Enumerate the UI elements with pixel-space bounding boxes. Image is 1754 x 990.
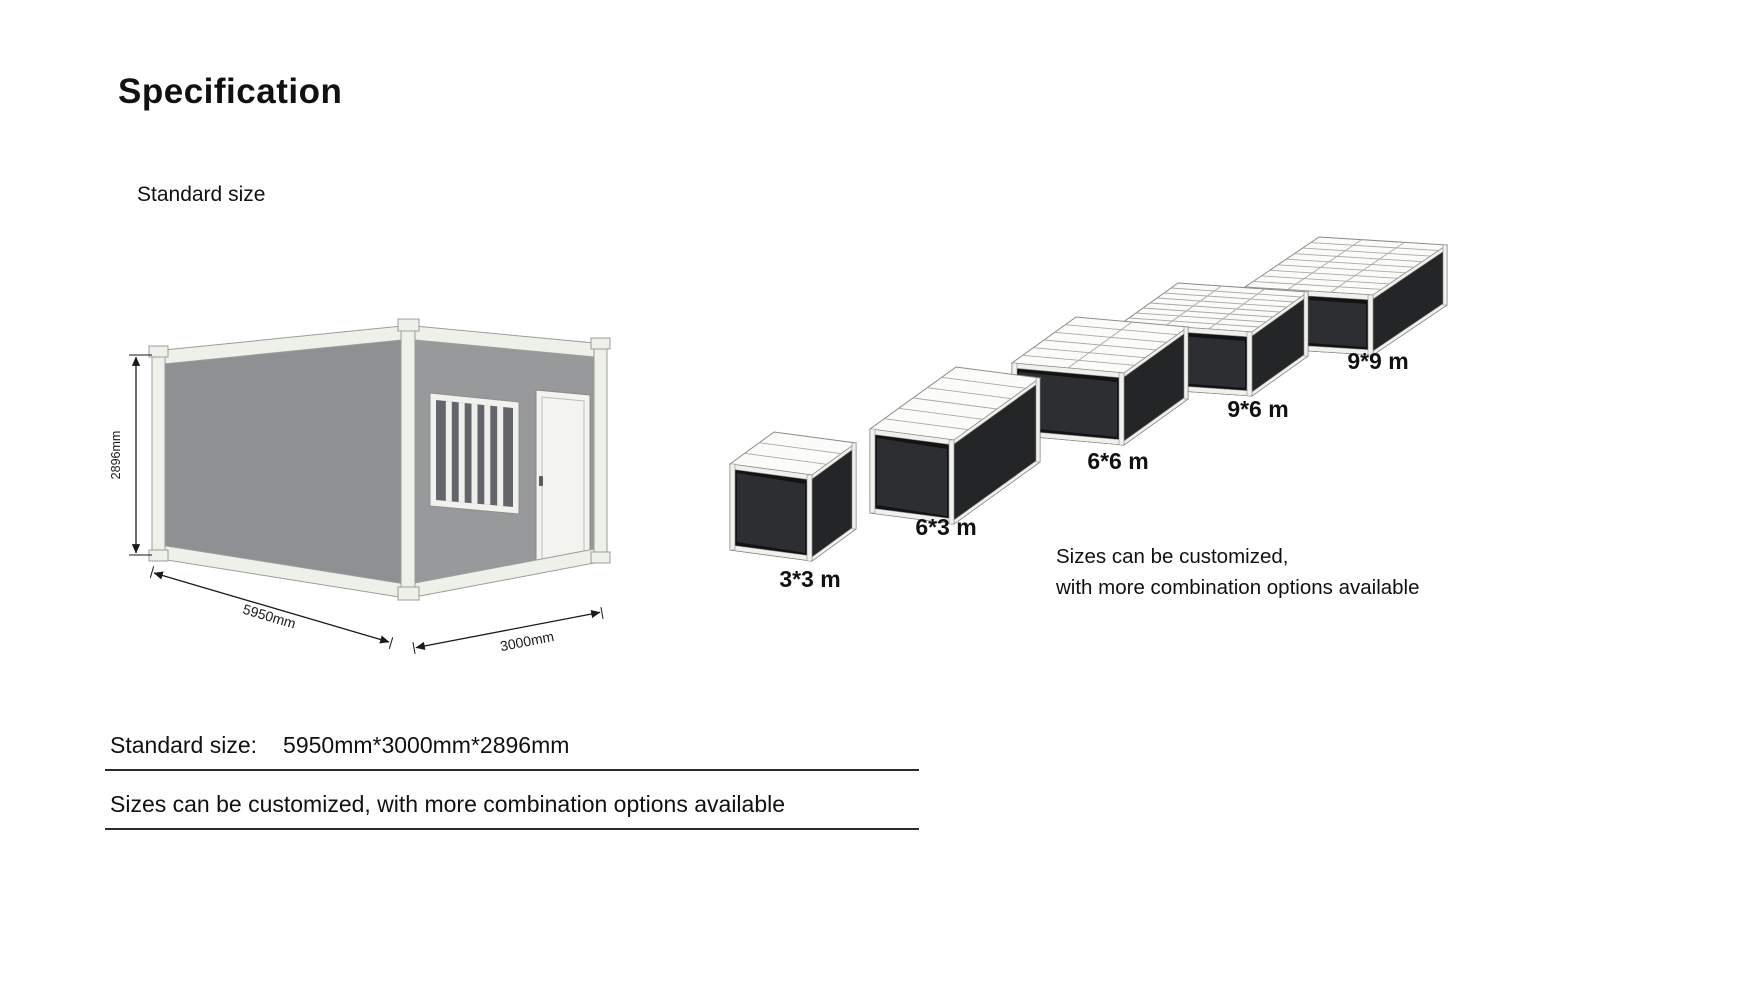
modules-illustration: 3*3 m 6*3 m 6*6 m 9*6 m 9*9 m bbox=[728, 236, 1449, 592]
house-window bbox=[429, 392, 520, 515]
divider-1 bbox=[105, 769, 919, 771]
module-box-6x6 bbox=[1010, 316, 1190, 446]
corner-fitting bbox=[397, 318, 420, 332]
customization-note: Sizes can be customized, with more combi… bbox=[1056, 541, 1420, 603]
corner-fitting bbox=[148, 345, 169, 358]
standard-size-label: Standard size bbox=[137, 183, 266, 206]
standard-size-value: 5950mm*3000mm*2896mm bbox=[283, 732, 570, 758]
standard-size-row: Standard size: 5950mm*3000mm*2896mm bbox=[110, 732, 569, 759]
module-boxes bbox=[728, 236, 1449, 562]
note-line-1: Sizes can be customized, bbox=[1056, 545, 1289, 568]
width-dimension-label: 3000mm bbox=[499, 628, 556, 654]
length-dimension-label: 5950mm bbox=[241, 601, 298, 632]
house-illustration: 2896mm 5950mm 3000mm bbox=[109, 318, 611, 654]
module-label-6x6: 6*6 m bbox=[1087, 448, 1148, 474]
module-label-9x9: 9*9 m bbox=[1347, 348, 1408, 374]
corner-fitting bbox=[397, 586, 420, 601]
module-box-6x3 bbox=[868, 366, 1042, 525]
custom-note-row: Sizes can be customized, with more combi… bbox=[110, 791, 786, 817]
house-door bbox=[535, 389, 591, 571]
divider-2 bbox=[105, 828, 919, 830]
standard-size-key: Standard size: bbox=[110, 732, 258, 758]
corner-fitting bbox=[590, 337, 611, 350]
module-label-6x3: 6*3 m bbox=[915, 514, 976, 540]
dimension-width: 3000mm bbox=[412, 607, 604, 654]
module-box-3x3 bbox=[728, 431, 858, 562]
module-label-9x6: 9*6 m bbox=[1227, 396, 1288, 422]
note-line-2: with more combination options available bbox=[1056, 576, 1420, 599]
dimension-height: 2896mm bbox=[109, 354, 152, 556]
module-label-3x3: 3*3 m bbox=[779, 566, 840, 592]
corner-fitting bbox=[590, 551, 611, 564]
height-dimension-label: 2896mm bbox=[109, 431, 123, 480]
page-title: Specification bbox=[118, 72, 343, 111]
door-handle bbox=[539, 476, 543, 486]
